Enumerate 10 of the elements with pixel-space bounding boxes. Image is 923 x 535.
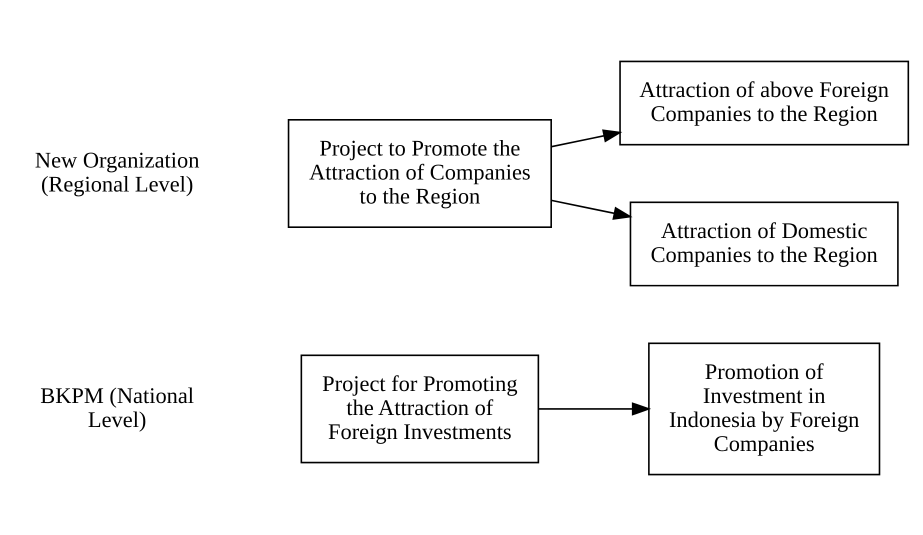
- node-box: Attraction of Domestic Companies to the Region: [630, 201, 899, 286]
- label: BKPM (National Level): [40, 382, 194, 432]
- arrow: [551, 199, 633, 220]
- arrow: [538, 402, 652, 416]
- arrow: [551, 128, 622, 147]
- node-box: Promotion of Investment in Indonesia by Foreign Companies: [648, 342, 880, 475]
- node-box: Project to Promote the Attraction of Companies to the Region: [288, 118, 552, 228]
- label: New Organization (Regional Level): [34, 146, 200, 196]
- node-box: Attraction of above Foreign Companies to the Region: [619, 60, 910, 145]
- node-box: Project for Promoting the Attraction of Foreign Investments: [300, 354, 540, 463]
